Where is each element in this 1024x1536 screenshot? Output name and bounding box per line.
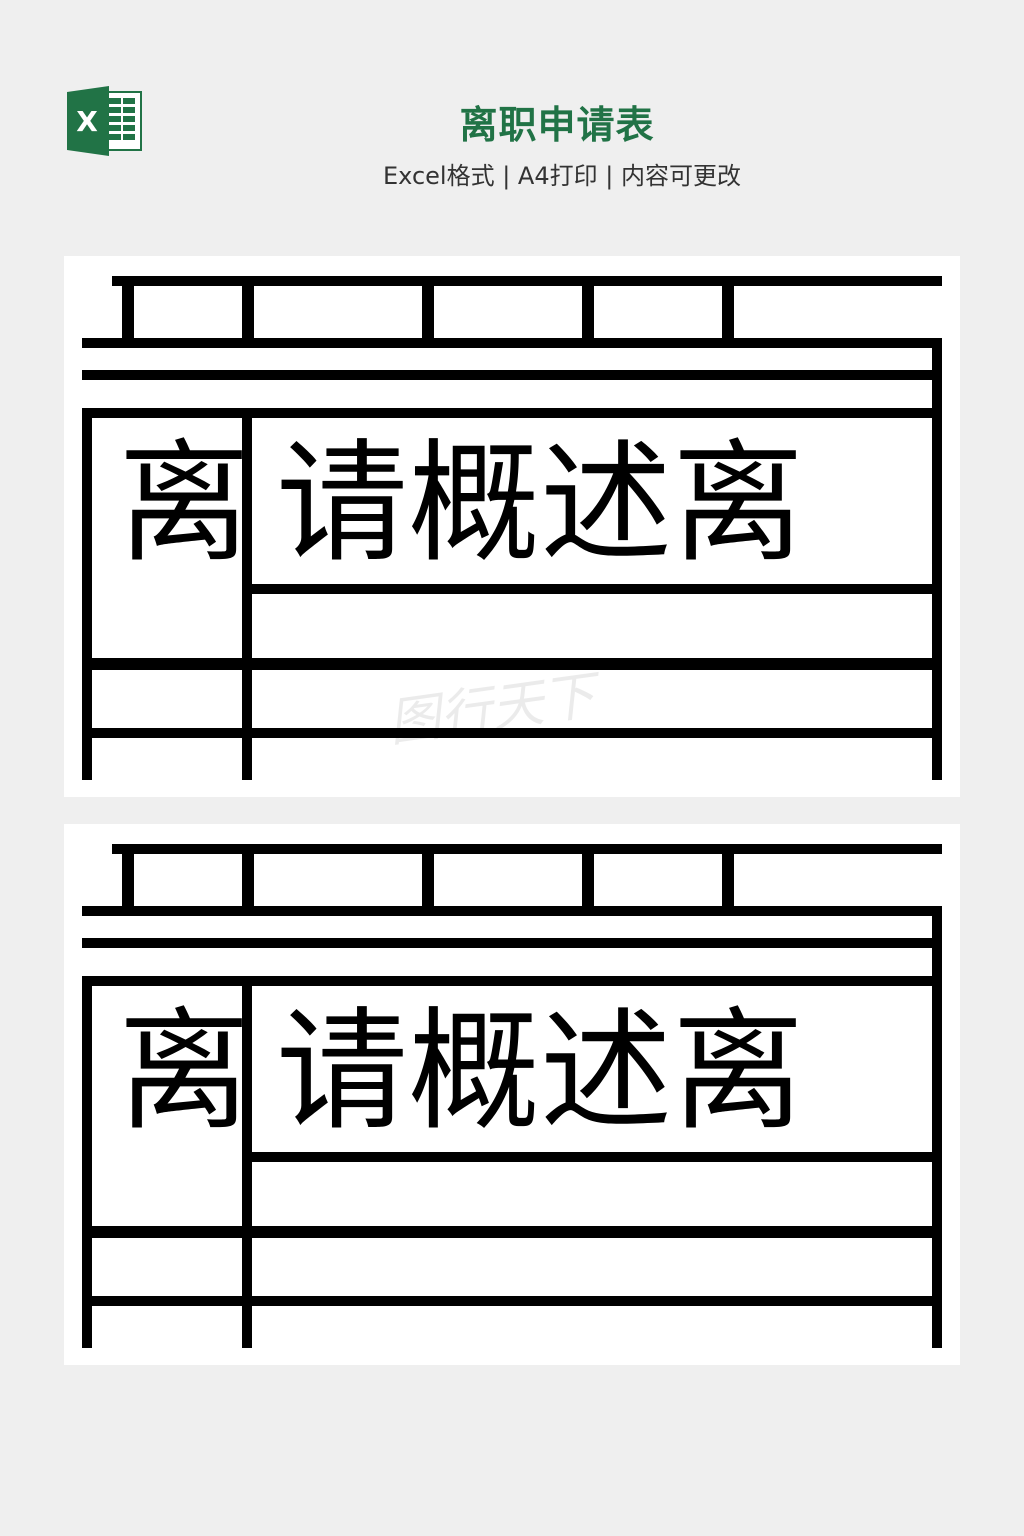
table-line (252, 584, 942, 594)
sheet-preview: 离 请概述离 图行天下 (82, 272, 942, 780)
table-line (242, 276, 254, 342)
table-line (932, 338, 942, 780)
table-line (82, 370, 942, 380)
table-line (422, 844, 434, 910)
table-line (82, 1296, 942, 1306)
table-line (82, 408, 92, 780)
table-line (582, 844, 594, 910)
preview-page-2: 离 请概述离 (64, 824, 960, 1365)
table-line (112, 844, 942, 854)
table-line (82, 1226, 942, 1238)
table-line (242, 844, 254, 910)
page-title: 离职申请表 (459, 103, 655, 147)
table-line (82, 658, 942, 670)
table-line (82, 976, 942, 986)
table-line (82, 938, 942, 948)
row-label: 离 (118, 995, 250, 1149)
page-subtitle: Excel格式 | A4打印 | 内容可更改 (383, 162, 741, 190)
table-line (242, 976, 252, 1348)
table-line (122, 844, 134, 910)
row-text: 请概述离 (276, 427, 804, 581)
preview-page-1: 离 请概述离 图行天下 (64, 256, 960, 797)
table-line (112, 276, 942, 286)
row-text: 请概述离 (276, 995, 804, 1149)
table-line (82, 976, 92, 1348)
table-line (722, 844, 734, 910)
table-line (82, 338, 942, 348)
table-line (252, 1152, 942, 1162)
row-label: 离 (118, 427, 250, 581)
table-line (422, 276, 434, 342)
table-line (582, 276, 594, 342)
table-line (242, 408, 252, 780)
table-line (82, 728, 942, 738)
excel-icon: X (67, 86, 142, 156)
sheet-preview: 离 请概述离 (82, 840, 942, 1348)
svg-text:X: X (76, 105, 98, 138)
table-line (82, 906, 942, 916)
table-line (722, 276, 734, 342)
table-line (82, 408, 942, 418)
table-line (932, 906, 942, 1348)
table-line (122, 276, 134, 342)
